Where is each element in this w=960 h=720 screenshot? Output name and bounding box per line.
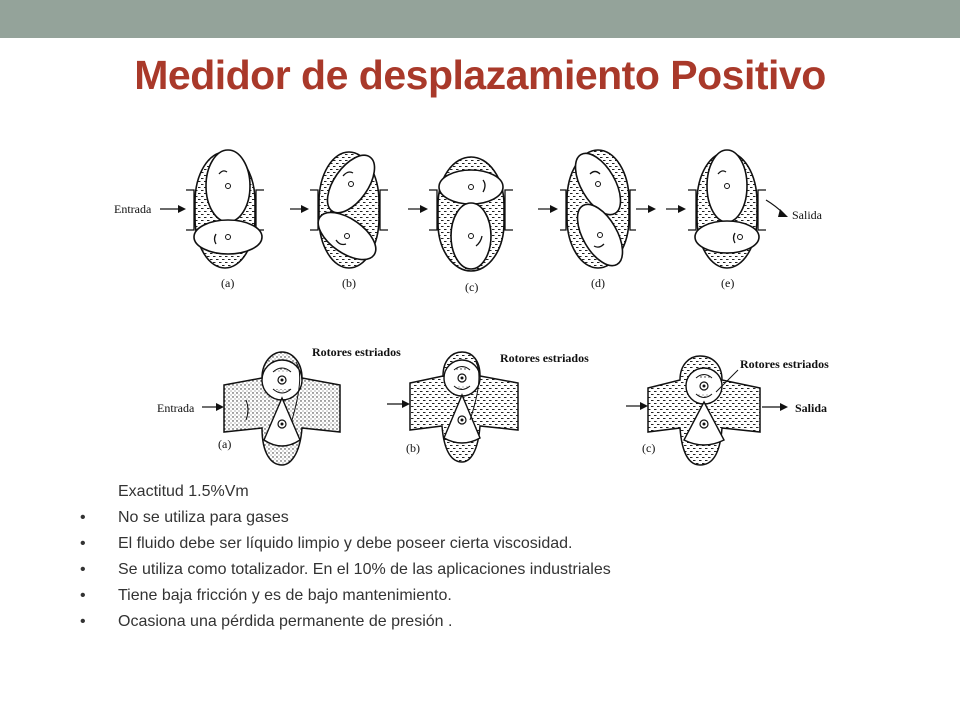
bullet-icon: • (80, 535, 86, 552)
top-stage-e-label: (e) (721, 276, 734, 290)
list-item-text: Ocasiona una pérdida permanente de presi… (118, 613, 453, 630)
bottom-rotor-label-c: Rotores estriados (740, 357, 829, 371)
top-inlet-label: Entrada (114, 202, 152, 216)
top-outlet-label: Salida (792, 208, 823, 222)
bottom-outlet-label: Salida (795, 401, 827, 415)
top-accent-bar (0, 0, 960, 38)
list-item-text: Se utiliza como totalizador. En el 10% d… (118, 561, 611, 578)
top-stage-a-label: (a) (221, 276, 234, 290)
top-stage-d-label: (d) (591, 276, 605, 290)
list-item: • El fluido debe ser líquido limpio y de… (0, 535, 960, 557)
bottom-rotor-label-a: Rotores estriados (312, 345, 401, 359)
top-stage-d: (d) (560, 149, 656, 290)
bullet-icon: • (80, 587, 86, 604)
top-stage-b-label: (b) (342, 276, 356, 290)
bottom-inlet-label: Entrada (157, 401, 195, 415)
meter-diagrams: Entrada (a) (b) (c) (114, 149, 829, 466)
bottom-stage-c-label: (c) (642, 441, 655, 455)
bottom-stage-c: (c) (642, 355, 761, 466)
top-stage-c: (c) (429, 156, 513, 294)
bullet-icon: • (80, 613, 86, 630)
bottom-stage-b: (b) (406, 351, 519, 463)
list-item: • Ocasiona una pérdida permanente de pre… (0, 613, 960, 635)
slide-title: Medidor de desplazamiento Positivo (134, 52, 826, 98)
list-item-text: El fluido debe ser líquido limpio y debe… (118, 535, 573, 552)
bottom-stage-b-label: (b) (406, 441, 420, 455)
bottom-stage-a-label: (a) (218, 437, 231, 451)
top-stage-b: (b) (310, 151, 388, 290)
bottom-rotor-label-b: Rotores estriados (500, 351, 589, 365)
list-item-text: Tiene baja fricción y es de bajo manteni… (118, 587, 452, 604)
list-item: • Se utiliza como totalizador. En el 10%… (0, 561, 960, 583)
list-item: • Tiene baja fricción y es de bajo mante… (0, 587, 960, 609)
top-stage-c-label: (c) (465, 280, 478, 294)
bottom-stage-a: (a) (218, 351, 341, 466)
list-item-text: No se utiliza para gases (118, 509, 289, 526)
bullet-icon: • (80, 561, 86, 578)
top-stage-a: (a) (186, 149, 264, 290)
list-item: • No se utiliza para gases (0, 509, 960, 531)
intro-text: Exactitud 1.5%Vm (118, 483, 249, 500)
bullet-icon: • (80, 509, 86, 526)
top-stage-e: (e) (688, 149, 788, 290)
